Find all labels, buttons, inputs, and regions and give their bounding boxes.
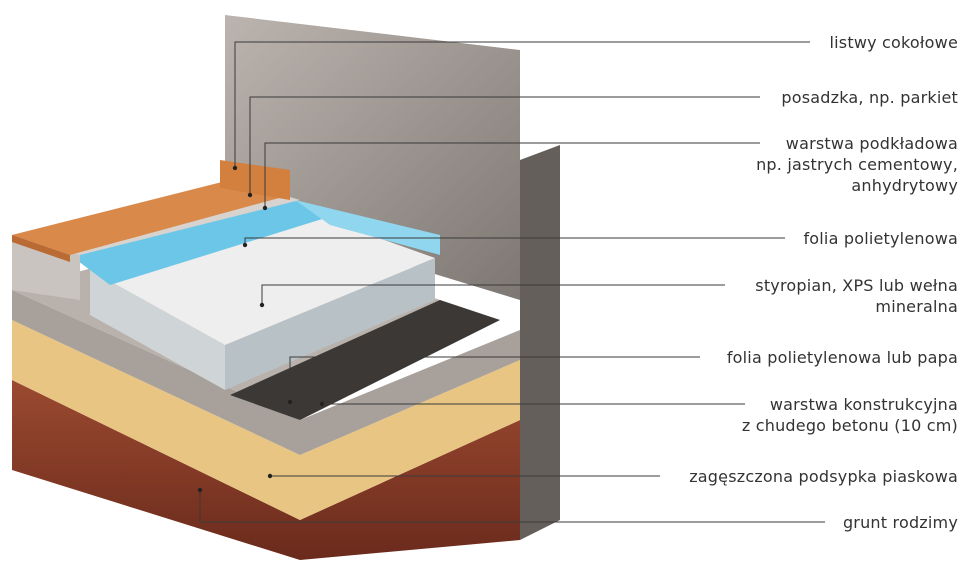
insulation-top xyxy=(90,210,435,345)
foil-edge xyxy=(295,200,440,255)
insulation-side xyxy=(90,270,225,390)
leader-warstwa-podkladowa xyxy=(264,142,760,208)
leader-styropian xyxy=(261,284,725,305)
label-posadzka: posadzka, np. parkiet xyxy=(781,88,958,107)
leader-grunt xyxy=(199,490,825,523)
leader-folia1 xyxy=(244,237,785,245)
tarpaper-layer xyxy=(230,300,500,420)
leader-listwy xyxy=(234,41,810,168)
foil-layer xyxy=(70,200,335,285)
label-warstwa-konstrukcyjna: warstwa konstrukcyjna z chudego betonu (… xyxy=(741,395,958,435)
leader-posadzka xyxy=(249,96,760,195)
insulation-front xyxy=(225,258,435,390)
label-styropian: styropian, XPS lub wełna mineralna xyxy=(755,276,958,316)
leader-folia2 xyxy=(289,356,700,402)
soil-layer xyxy=(12,380,520,560)
skirting-board xyxy=(220,160,290,200)
label-listwy-cokolowe: listwy cokołowe xyxy=(829,33,958,52)
label-grunt-rodzimy: grunt rodzimy xyxy=(842,513,958,532)
wood-floor-edge xyxy=(12,235,70,262)
label-folia-polietylenowa: folia polietylenowa xyxy=(803,229,958,248)
label-folia-lub-papa: folia polietylenowa lub papa xyxy=(726,348,958,367)
right-wall xyxy=(520,145,560,540)
sand-layer xyxy=(12,320,520,520)
label-podsypka-piaskowa: zagęszczona podsypka piaskowa xyxy=(689,467,958,486)
label-warstwa-podkladowa: warstwa podkładowa np. jastrych cementow… xyxy=(756,134,958,195)
wood-floor xyxy=(12,180,290,255)
concrete-layer xyxy=(12,290,520,455)
